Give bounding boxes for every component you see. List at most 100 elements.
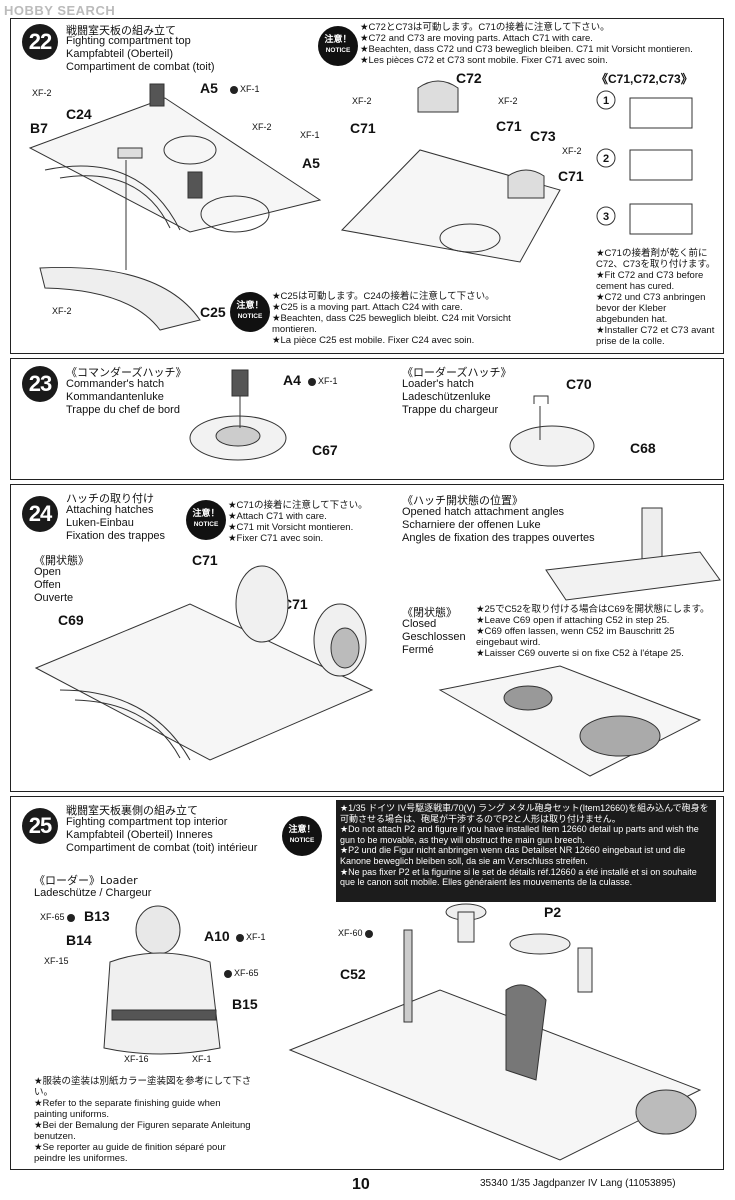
step-2-circle (596, 148, 616, 168)
roof-plate-left (28, 97, 322, 233)
hatch-ring (200, 195, 270, 233)
part-label-b15: B15 (232, 996, 258, 1012)
paint-code: XF-60 (338, 928, 375, 938)
paint-code: XF-16 (124, 1054, 149, 1064)
angle-title-fr: Angles de fixation des trappes ouvertes (402, 532, 595, 544)
part-label-c52: C52 (340, 966, 366, 982)
part-label-c71: C71 (282, 596, 308, 612)
figure-inset (635, 1089, 697, 1135)
seated-figure (505, 984, 547, 1081)
step-22-title-de: Kampfabteil (Oberteil) (66, 48, 173, 60)
part-a5 (187, 171, 203, 199)
part-label-c70: C70 (566, 376, 592, 392)
part-c70 (533, 395, 549, 404)
open-state-jp: 《開状態》 (34, 554, 89, 567)
paint-code: XF-2 (562, 146, 582, 156)
watermark-logo: HOBBY SEARCH (4, 3, 116, 18)
roof-plate (34, 603, 374, 761)
angle-title-jp: 《ハッチ開状態の位置》 (402, 494, 523, 507)
loader-head (135, 905, 181, 955)
part-c73 (507, 169, 545, 199)
part-label-a5: A5 (200, 80, 218, 96)
paint-code: XF-2 (52, 306, 72, 316)
loader-hatch (509, 425, 595, 467)
paint-code: XF-65 (222, 968, 259, 978)
step-25-number: 25 (22, 808, 58, 844)
part-c25 (39, 266, 201, 331)
part-label-b14: B14 (66, 932, 92, 948)
notice-badge: 注意！NOTICE (282, 816, 322, 856)
part-c24 (117, 147, 143, 159)
svg-text:2: 2 (603, 153, 609, 165)
paint-code: XF-1 (192, 1054, 212, 1064)
closed-state-fr: Fermé (402, 644, 434, 656)
closed-notes: ★25でC52を取り付ける場合はC69を開状態にします。★Leave C69 o… (476, 604, 710, 659)
loader-subtitle: Ladeschütze / Chargeur (34, 887, 152, 899)
open-state-en: Open (34, 566, 61, 578)
page-number: 10 (352, 1176, 370, 1193)
side-notes: ★C71の接着剤が乾く前にC72、C73を取り付けます。★Fit C72 and… (596, 248, 716, 347)
commander-hatch-en: Commander's hatch (66, 378, 165, 390)
step-25-notice-box (336, 800, 716, 902)
step-24-title-fr: Fixation des trappes (66, 530, 166, 542)
notice-badge: 注意！NOTICE (230, 292, 270, 332)
commander-hatch-jp: 《コマンダーズハッチ》 (66, 366, 187, 379)
part-label-a10: A10 (204, 928, 230, 944)
part-label-c67: C67 (312, 442, 338, 458)
svg-text:1: 1 (603, 95, 609, 107)
part-label-a5: A5 (302, 155, 320, 171)
open-state-fr: Ouverte (34, 592, 74, 604)
loader-title: 《ローダー》Loader (34, 874, 138, 887)
step-25-title-jp: 戦闘室天板裏側の組み立て (66, 804, 198, 817)
step-24-title-de: Luken-Einbau (66, 517, 134, 529)
part-label-c72: C72 (456, 70, 482, 86)
paint-code: XF-2 (352, 96, 372, 106)
paint-code: XF-1 (228, 84, 260, 94)
part-label-b7: B7 (30, 120, 48, 136)
part-label-c71: C71 (558, 168, 584, 184)
step-22-title-en: Fighting compartment top (66, 35, 191, 47)
step-1-circle (596, 90, 616, 110)
step-24-notice: ★C71の接着に注意して下さい。★Attach C71 with care. ★… (228, 500, 368, 544)
step-24-title-jp: ハッチの取り付け (66, 492, 154, 505)
kit-code: 35340 1/35 Jagdpanzer IV Lang (11053895) (480, 1178, 676, 1189)
paint-code: XF-1 (234, 932, 266, 942)
uniform-notes: ★服装の塗装は別紙カラー塗装図を参考にして下さい。★Refer to the s… (34, 1076, 252, 1164)
closed-state-en: Closed (402, 618, 437, 630)
step-22-title-fr: Compartiment de combat (toit) (66, 61, 215, 73)
side-title: 《C71,C72,C73》 (596, 72, 693, 86)
part-label-c71: C71 (350, 120, 376, 136)
step-25-notice: ★1/35 ドイツ IV号駆逐戦車/70(V) ラング メタル砲身セット(Ite… (340, 803, 709, 888)
step-23-number: 23 (22, 366, 58, 402)
notice-badge: 注意！NOTICE (186, 500, 226, 540)
paint-code: XF-65 (40, 912, 77, 922)
paint-code: XF-1 (300, 130, 320, 140)
closed-state-jp: 《閉状態》 (402, 606, 457, 619)
part-label-c68: C68 (630, 440, 656, 456)
part-label-c69: C69 (58, 612, 84, 628)
part-c72 (417, 80, 459, 113)
step-22-number: 22 (22, 24, 58, 60)
step-25-title-en: Fighting compartment top interior (66, 816, 228, 828)
step-23-panel (10, 358, 724, 480)
svg-text:3: 3 (603, 211, 609, 223)
step-25-title-fr: Compartiment de combat (toit) intérieur (66, 842, 258, 854)
step-24-number: 24 (22, 496, 58, 532)
paint-code: XF-15 (44, 956, 69, 966)
angle-title-en: Opened hatch attachment angles (402, 506, 565, 518)
loader-hatch-en: Loader's hatch (402, 378, 474, 390)
part-label-p2: P2 (544, 904, 562, 920)
paint-code: XF-2 (252, 122, 272, 132)
part-label-c25: C25 (200, 304, 226, 320)
part-label-a4: A4 (283, 372, 301, 388)
loader-hatch-jp: 《ローダーズハッチ》 (402, 366, 512, 379)
commander-hatch-de: Kommandantenluke (66, 391, 164, 403)
part-label-c24: C24 (66, 106, 92, 122)
step-22-notice-2: ★C25は可動します。C24の接着に注意して下さい。★C25 is a movi… (272, 291, 511, 346)
step-3-circle (596, 206, 616, 226)
part-label-c71: C71 (192, 552, 218, 568)
paint-code: XF-2 (32, 88, 52, 98)
